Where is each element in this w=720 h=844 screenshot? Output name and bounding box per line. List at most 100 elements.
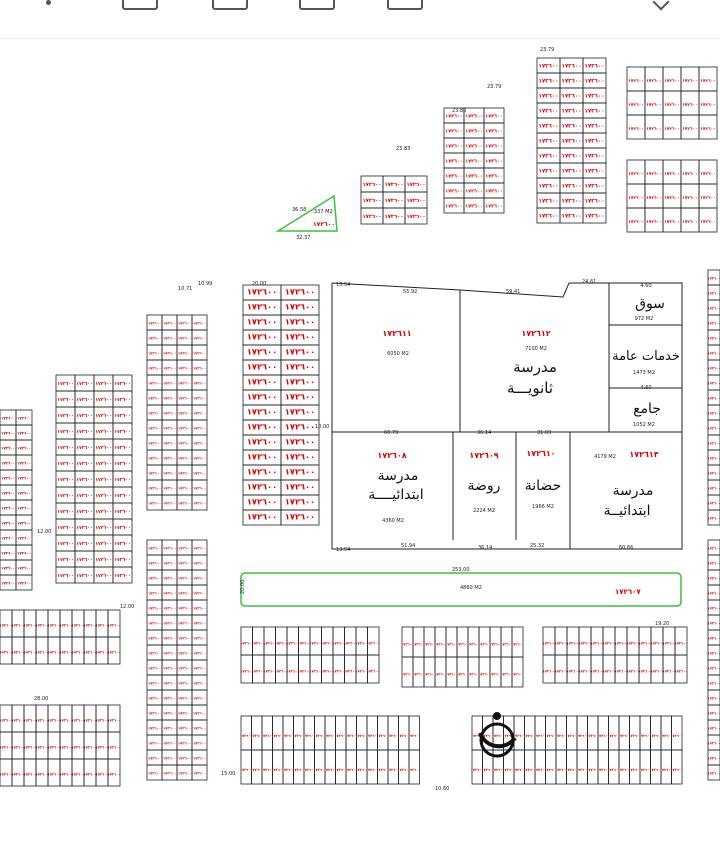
page-icon[interactable] <box>122 0 158 10</box>
parcel-id: ١٧٢٦٠٠ <box>17 505 31 510</box>
parcel-id: ١٧٢٦٠٠ <box>163 666 176 670</box>
parcel-id: ١٧٢٦٠٠ <box>17 550 31 555</box>
parcel-id: ١٧٢٦٠٠ <box>247 436 277 446</box>
parcel-id: ١٧٢٦٠٠ <box>584 78 604 84</box>
parcel-id: ١٧٢٦٠٠ <box>456 673 469 677</box>
parcel-id: ١٧٢٦٠٠ <box>57 461 74 467</box>
crop-icon[interactable] <box>299 0 335 10</box>
parcel-id: ١٧٢٦٠٠ <box>247 511 277 521</box>
parcel-id: ١٧٢٦٠٠ <box>263 669 276 673</box>
secondary-id: ١٧٢٦١٢ <box>521 329 550 338</box>
parcel-id: ١٧٢٦٠٠ <box>95 541 112 547</box>
parcel-id: ١٧٢٦٠٠ <box>193 726 206 730</box>
parcel <box>261 749 273 785</box>
services-side: 4.60 <box>640 385 651 391</box>
copy-icon[interactable] <box>212 0 248 10</box>
parcel-id: ١٧٢٦٠٠ <box>639 669 652 673</box>
block-a-id: ١٧٢٦١١ <box>382 329 411 338</box>
parcel-id: ١٧٢٦٠٠ <box>511 643 524 647</box>
parcel-id: ١٧٢٦٠٠ <box>163 546 176 550</box>
parcel <box>545 749 557 785</box>
parcel <box>314 715 326 751</box>
parcel-id: ١٧٢٦٠٠ <box>384 198 403 204</box>
parcel-id: ١٧٢٦٠٠ <box>664 220 680 225</box>
parcel-id: ١٧٢٦٠٠ <box>538 93 558 99</box>
parcel-id: ١٧٢٦٠٠ <box>434 673 447 677</box>
parcel-id: ١٧٢٦٠٠ <box>95 557 112 563</box>
parcel <box>387 749 399 785</box>
parcel-id: ١٧٢٦٠٠ <box>285 361 315 371</box>
parcel-id: ١٧٢٦٠٠ <box>485 128 502 134</box>
parcel-id: ١٧٢٦٠٠ <box>708 636 720 640</box>
parcel-id: ١٧٢٦٠٠ <box>148 651 161 655</box>
kindergarten-id: ١٧٢٦٠٩ <box>469 451 498 460</box>
parcel-id: ١٧٢٦٠٠ <box>12 746 25 750</box>
parcel <box>555 749 567 785</box>
parcel-id: ١٧٢٦٠٠ <box>193 381 206 385</box>
parcel-id: ١٧٢٦٠٠ <box>465 203 482 209</box>
dim-1060: 10.60 <box>435 786 449 792</box>
parcel-id: ١٧٢٦٠٠ <box>502 734 515 738</box>
parcel-id: ١٧٢٦٠٠ <box>285 391 315 401</box>
parcel-id: ١٧٢٦٠٠ <box>163 381 176 385</box>
parcel-id: ١٧٢٦٠٠ <box>408 734 421 738</box>
parcel-id: ١٧٢٦٠٠ <box>178 396 191 400</box>
parcel-id: ١٧٢٦٠٠ <box>489 673 502 677</box>
parcel-id: ١٧٢٦٠٠ <box>465 128 482 134</box>
parcel-id: ١٧٢٦٠٠ <box>148 771 161 775</box>
more-icon[interactable] <box>46 0 51 5</box>
parcel-id: ١٧٢٦٠٠ <box>646 172 662 177</box>
parcel-id: ١٧٢٦٠٠ <box>708 561 720 565</box>
parcel-id: ١٧٢٦٠٠ <box>193 336 206 340</box>
parcel-id: ١٧٢٦٠٠ <box>406 198 425 204</box>
parcel <box>191 764 208 781</box>
parcel-id: ١٧٢٦٠٠ <box>193 426 206 430</box>
dim-mid-c: 31.69 <box>537 430 551 436</box>
parcel <box>345 715 357 751</box>
dim-top-left: 13.54 <box>336 282 350 288</box>
parcel <box>293 749 305 785</box>
parcel-id: ١٧٢٦٠٠ <box>597 768 610 772</box>
parcel-id: ١٧٢٦٠٠ <box>271 734 284 738</box>
frame-icon[interactable] <box>387 0 423 10</box>
parcel-id: ١٧٢٦٠٠ <box>76 445 93 451</box>
parcel-id: ١٧٢٦٠٠ <box>148 756 161 760</box>
dim-1099: 10.99 <box>198 281 212 287</box>
parcel-id: ١٧٢٦٠٠ <box>148 396 161 400</box>
parcel-id: ١٧٢٦٠٠ <box>355 768 368 772</box>
parcel-id: ١٧٢٦٠٠ <box>240 669 253 673</box>
parcel-id: ١٧٢٦٠٠ <box>298 669 311 673</box>
parcel-id: ١٧٢٦٠٠ <box>500 643 513 647</box>
parcel-id: ١٧٢٦٠٠ <box>465 188 482 194</box>
parcel-id: ١٧٢٦٠٠ <box>95 413 112 419</box>
dim-1920: 19.20 <box>655 621 669 627</box>
chevron-icon[interactable] <box>652 0 670 11</box>
parcel-id: ١٧٢٦٠٠ <box>478 673 491 677</box>
parcel-id: ١٧٢٦٠٠ <box>148 351 161 355</box>
parcel-id: ١٧٢٦٠٠ <box>76 493 93 499</box>
parcel-id: ١٧٢٦٠٠ <box>538 183 558 189</box>
parcel-id: ١٧٢٦٠٠ <box>24 651 37 655</box>
parcel-id: ١٧٢٦٠٠ <box>298 641 311 645</box>
parcel-id: ١٧٢٦٠٠ <box>538 168 558 174</box>
parcel-id: ١٧٢٦٠٠ <box>76 397 93 403</box>
parcel <box>524 749 536 785</box>
parcel-id: ١٧٢٦٠٠ <box>163 321 176 325</box>
parcel-id: ١٧٢٦٠٠ <box>114 493 131 499</box>
parcel-id: ١٧٢٦٠٠ <box>250 734 263 738</box>
parcel-id: ١٧٢٦٠٠ <box>292 768 305 772</box>
parcel-id: ١٧٢٦٠٠ <box>178 711 191 715</box>
parcel <box>293 715 305 751</box>
parcel <box>524 715 536 751</box>
parcel-id: ١٧٢٦٠٠ <box>72 651 85 655</box>
parcel-id: ١٧٢٦٠٠ <box>163 741 176 745</box>
parcel-id: ١٧٢٦٠٠ <box>538 213 558 219</box>
parcel-id: ١٧٢٦٠٠ <box>561 213 581 219</box>
parcel-id: ١٧٢٦٠٠ <box>561 78 581 84</box>
parcel-id: ١٧٢٦٠٠ <box>708 456 720 460</box>
wedge-parcel <box>275 194 338 232</box>
parcel-id: ١٧٢٦٠٠ <box>664 103 680 108</box>
parcel-id: ١٧٢٦٠٠ <box>178 666 191 670</box>
